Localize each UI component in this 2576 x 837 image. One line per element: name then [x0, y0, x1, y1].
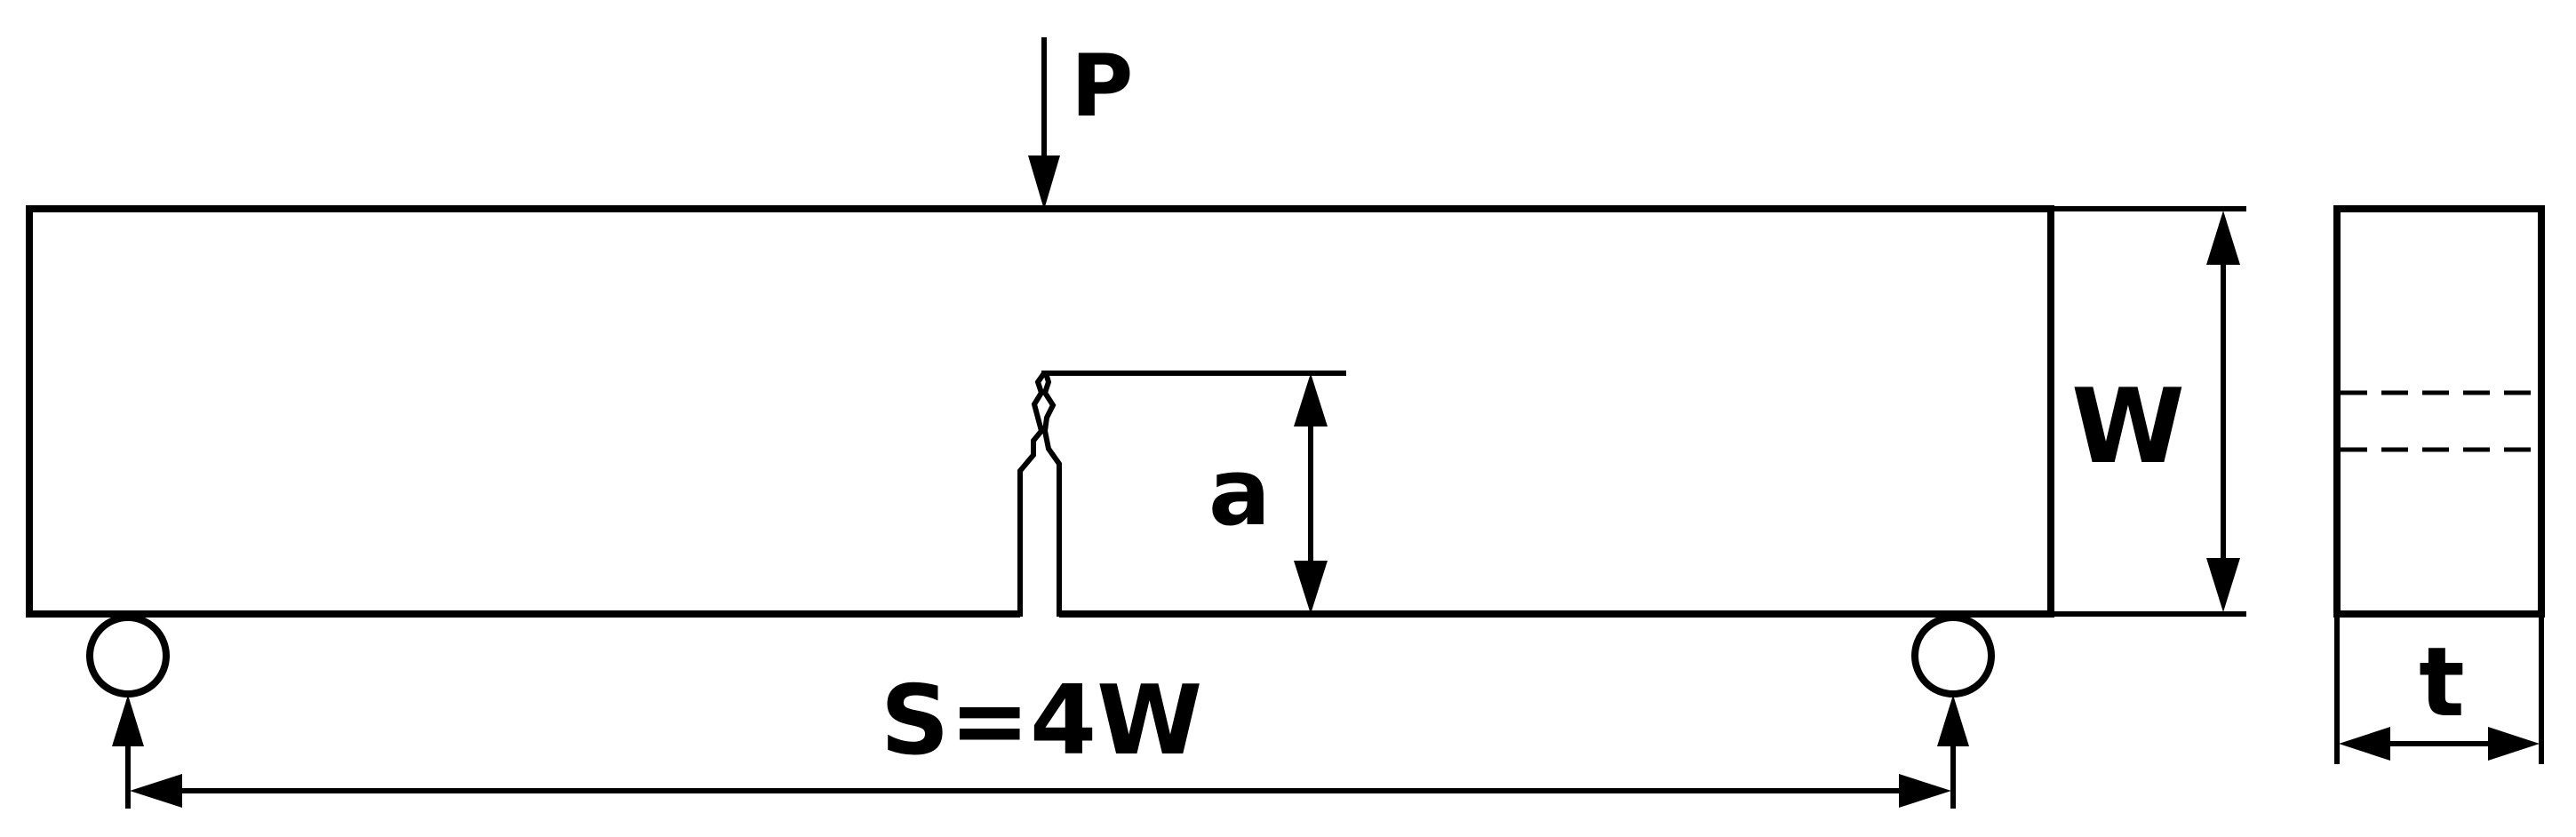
right-reaction-arrow-head	[1937, 695, 1969, 746]
span-arrow-left	[130, 774, 182, 808]
left-roller	[86, 614, 170, 698]
span-label: S=4W	[881, 666, 1203, 777]
beam	[26, 205, 2054, 618]
thickness-arrow-left	[2339, 727, 2390, 761]
right-support	[1911, 614, 1995, 809]
width-label: W	[2071, 367, 2185, 487]
thickness-label: t	[2419, 627, 2465, 738]
crack-length-label: a	[1208, 438, 1271, 546]
span-arrow-right	[1899, 774, 1951, 808]
cross-section: t	[2333, 205, 2545, 764]
width-arrow-down	[2206, 558, 2240, 612]
crack-length-arrow-up	[1294, 373, 1328, 426]
load-arrow: P	[1028, 36, 1133, 210]
beam-outline	[26, 205, 2054, 618]
notch-crack	[1017, 371, 1062, 617]
width-dimension: W	[2051, 206, 2246, 617]
span-dimension: S=4W	[130, 666, 1951, 808]
load-label: P	[1071, 36, 1133, 136]
crack-length-arrow-down	[1294, 561, 1328, 614]
thickness-arrow-right	[2488, 727, 2540, 761]
right-roller	[1911, 614, 1995, 698]
load-arrow-head	[1028, 155, 1060, 210]
left-reaction-arrow-head	[112, 695, 144, 746]
cross-section-outline	[2333, 205, 2545, 618]
crack-length-dimension: a	[1208, 373, 1328, 614]
left-support	[86, 614, 170, 809]
width-arrow-up	[2206, 211, 2240, 265]
